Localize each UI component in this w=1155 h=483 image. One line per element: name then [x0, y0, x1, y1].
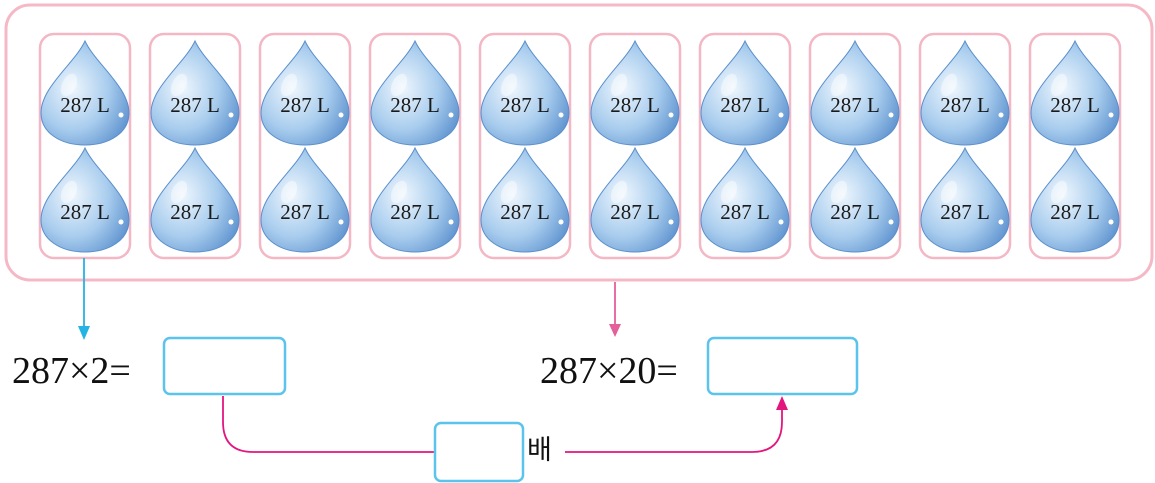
water-drop: 287 L — [40, 147, 130, 253]
droplet-group: 287 L 287 L — [1028, 32, 1122, 260]
water-drop-label: 287 L — [390, 93, 440, 117]
water-drop-label: 287 L — [1050, 93, 1100, 117]
water-drop-label: 287 L — [720, 93, 770, 117]
water-drop: 287 L — [920, 147, 1010, 253]
water-drop-label: 287 L — [500, 93, 550, 117]
droplet-group: 287 L 287 L — [918, 32, 1012, 260]
left-down-arrow — [78, 258, 90, 340]
water-drop: 287 L — [370, 147, 460, 253]
water-drop-label: 287 L — [60, 93, 110, 117]
droplet-group: 287 L 287 L — [368, 32, 462, 260]
water-drop: 287 L — [150, 147, 240, 253]
relation-connector-right — [565, 408, 783, 453]
water-drop-label: 287 L — [170, 93, 220, 117]
water-drop-label: 287 L — [720, 200, 770, 224]
water-drop-label: 287 L — [940, 200, 990, 224]
droplet-group: 287 L 287 L — [478, 32, 572, 260]
water-drop-label: 287 L — [390, 200, 440, 224]
left-answer-box[interactable] — [162, 336, 287, 396]
times-unit-label: 배 — [527, 435, 552, 466]
water-drop-label: 287 L — [940, 93, 990, 117]
water-drop: 287 L — [480, 147, 570, 253]
water-drop: 287 L — [810, 40, 900, 146]
water-drop: 287 L — [590, 147, 680, 253]
droplet-group: 287 L 287 L — [148, 32, 242, 260]
water-drop-label: 287 L — [170, 200, 220, 224]
water-drop-label: 287 L — [280, 93, 330, 117]
droplet-group-frame — [698, 32, 792, 260]
droplet-group-frame — [918, 32, 1012, 260]
water-drop-label: 287 L — [1050, 200, 1100, 224]
water-drop: 287 L — [40, 40, 130, 146]
left-equation-text: 287×2= — [12, 350, 131, 392]
water-drop-label: 287 L — [830, 200, 880, 224]
droplet-group: 287 L 287 L — [808, 32, 902, 260]
water-drop: 287 L — [150, 40, 240, 146]
droplet-group-frame — [478, 32, 572, 260]
water-drop: 287 L — [480, 40, 570, 146]
droplet-group: 287 L 287 L — [698, 32, 792, 260]
water-drop: 287 L — [700, 40, 790, 146]
droplet-group-frame — [258, 32, 352, 260]
water-drop: 287 L — [1030, 147, 1120, 253]
droplet-group-frame — [588, 32, 682, 260]
water-drop-label: 287 L — [280, 200, 330, 224]
water-drop: 287 L — [260, 40, 350, 146]
droplet-group-frame — [368, 32, 462, 260]
water-drop: 287 L — [370, 40, 460, 146]
droplet-group-frame — [38, 32, 132, 260]
droplet-group: 287 L 287 L — [258, 32, 352, 260]
droplet-group: 287 L 287 L — [588, 32, 682, 260]
water-drop-label: 287 L — [610, 93, 660, 117]
water-drop: 287 L — [810, 147, 900, 253]
water-drop-label: 287 L — [610, 200, 660, 224]
water-drop: 287 L — [590, 40, 680, 146]
relation-connector — [222, 396, 434, 453]
droplet-group-frame — [148, 32, 242, 260]
water-drop-label: 287 L — [500, 200, 550, 224]
multiplier-answer-box[interactable] — [433, 421, 525, 483]
water-drop: 287 L — [920, 40, 1010, 146]
water-drop-label: 287 L — [830, 93, 880, 117]
water-drop: 287 L — [1030, 40, 1120, 146]
relation-arrowhead — [776, 396, 788, 410]
droplet-group-frame — [808, 32, 902, 260]
right-equation-text: 287×20= — [540, 350, 678, 392]
outer-frame — [4, 3, 1154, 282]
water-drop: 287 L — [700, 147, 790, 253]
right-answer-box[interactable] — [706, 336, 859, 396]
droplet-group-frame — [1028, 32, 1122, 260]
droplet-group: 287 L 287 L — [38, 32, 132, 260]
water-drop: 287 L — [260, 147, 350, 253]
water-drop-label: 287 L — [60, 200, 110, 224]
right-down-arrow — [609, 282, 621, 337]
